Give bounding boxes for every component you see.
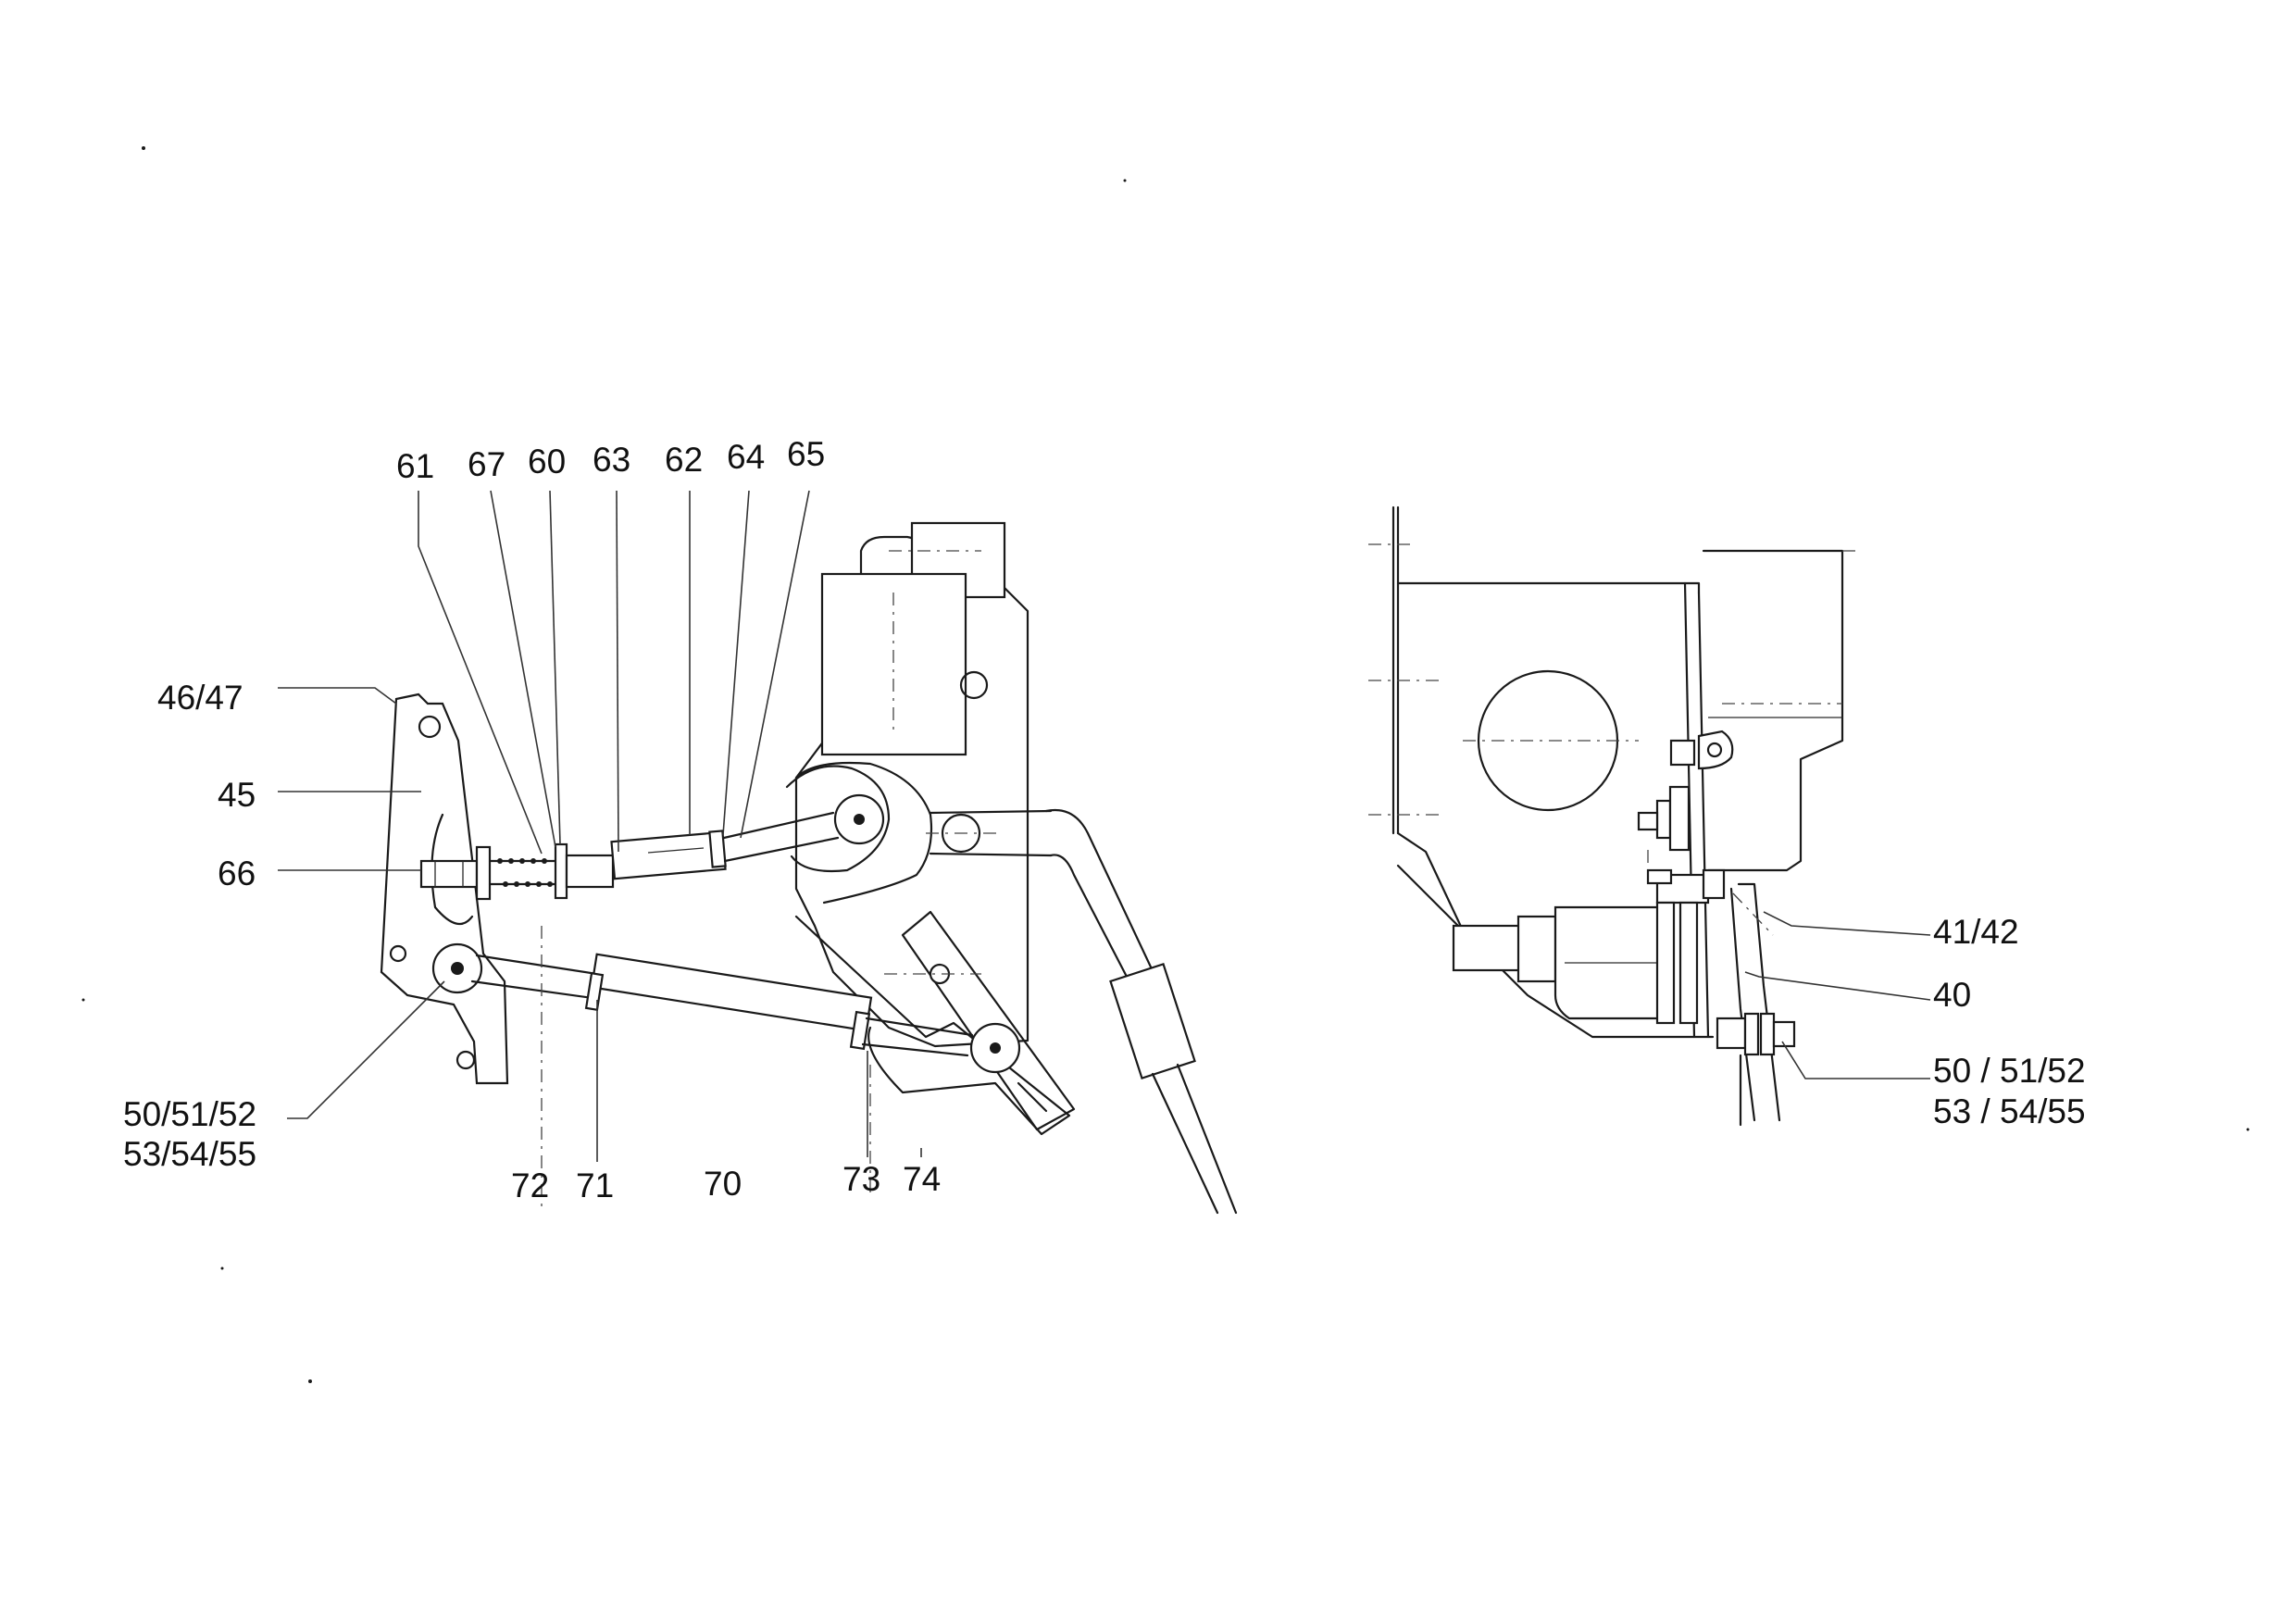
label-66: 66: [218, 855, 256, 892]
side-plate-body: [1396, 581, 1715, 1039]
clamp-nut-a: [1646, 868, 1673, 885]
right-leader-lines: [1744, 911, 1931, 1079]
washer-stack-b: [1668, 785, 1691, 852]
spring-coils: [497, 858, 553, 887]
label-45: 45: [218, 776, 256, 814]
top-leader-lines: [418, 490, 810, 855]
plate-bush: [941, 813, 981, 854]
sleeve-60: [565, 854, 615, 889]
label-74: 74: [903, 1160, 942, 1198]
lever-40: [1729, 882, 1781, 1122]
label-71: 71: [576, 1167, 615, 1204]
lower-washer-b: [1759, 1012, 1776, 1056]
label-73: 73: [842, 1160, 881, 1198]
rod-74: [861, 1017, 974, 1057]
slotted-link: [901, 910, 1076, 1131]
lower-washer-a: [1743, 1012, 1760, 1056]
locknut-62: [708, 830, 727, 868]
clamp-post-b: [1678, 901, 1699, 1025]
lever-cutout: [430, 813, 474, 926]
label-50-51-52-left: 50/51/52: [123, 1095, 257, 1133]
slot: [1017, 1081, 1048, 1113]
right-assembly: [1368, 505, 1931, 1127]
lever-40-axis: [1732, 892, 1774, 936]
cable-coupling: [1109, 963, 1196, 1079]
cable-conduit-lower: [1151, 1063, 1238, 1215]
lower-pivot-pin: [451, 962, 464, 975]
lever-bottom-hole: [455, 1050, 476, 1070]
scan-specks: [81, 146, 2250, 1383]
label-60: 60: [528, 443, 567, 480]
clamp-nut-b: [1702, 868, 1726, 900]
nut-73: [849, 1010, 871, 1051]
tube-63-center: [647, 847, 705, 854]
upper-pivot-pin: [854, 814, 865, 825]
washer-stack-a: [1655, 799, 1672, 840]
bracket-pivot-pin: [990, 1042, 1001, 1054]
clamp-post-a: [1655, 901, 1676, 1025]
label-61: 61: [396, 447, 435, 485]
stop-washer-66: [475, 845, 492, 901]
tube-70: [590, 953, 873, 1032]
lever-top-hole: [418, 715, 442, 739]
lower-bolt-head: [1772, 1020, 1796, 1048]
side-plate-bend: [1396, 831, 1465, 932]
label-65: 65: [787, 435, 826, 473]
label-62: 62: [665, 441, 704, 479]
lower-nut: [1716, 1017, 1747, 1050]
right-housing: [1702, 549, 1844, 872]
output-rod: [929, 809, 1053, 857]
washer-stack-nut: [1637, 811, 1659, 831]
tube-63: [610, 830, 727, 880]
label-70: 70: [704, 1165, 742, 1203]
label-53-54-55-right: 53 / 54/55: [1933, 1092, 2086, 1130]
adjusting-bracket: [794, 915, 1071, 1136]
nut-71: [584, 972, 605, 1011]
label-67: 67: [468, 445, 506, 483]
left-assembly: [278, 490, 1238, 1215]
rod-72: [470, 954, 599, 1000]
plate-cutout-curve: [794, 761, 933, 905]
label-40: 40: [1933, 976, 1972, 1014]
plunger-collar: [1516, 915, 1557, 983]
label-64: 64: [727, 438, 766, 476]
clip-nut: [1669, 739, 1696, 767]
clip-hole: [1706, 742, 1723, 758]
cable-conduit-upper: [1044, 808, 1164, 1002]
lever-mid-hole: [389, 944, 407, 963]
label-50-51-52-right: 50 / 51/52: [1933, 1052, 2086, 1090]
side-leader-lines: [278, 687, 445, 1119]
label-46-47: 46/47: [157, 679, 243, 717]
label-53-54-55-left: 53/54/55: [123, 1135, 257, 1173]
solenoid-side-boss: [959, 670, 989, 700]
clip-bracket: [1697, 730, 1734, 770]
bottom-leader-lines: [596, 1000, 922, 1162]
washer-60: [554, 842, 568, 900]
upper-rocker: [785, 765, 891, 873]
label-72: 72: [511, 1167, 550, 1204]
label-63: 63: [593, 441, 631, 479]
nut-66: [419, 859, 479, 889]
label-41-42: 41/42: [1933, 913, 2019, 951]
